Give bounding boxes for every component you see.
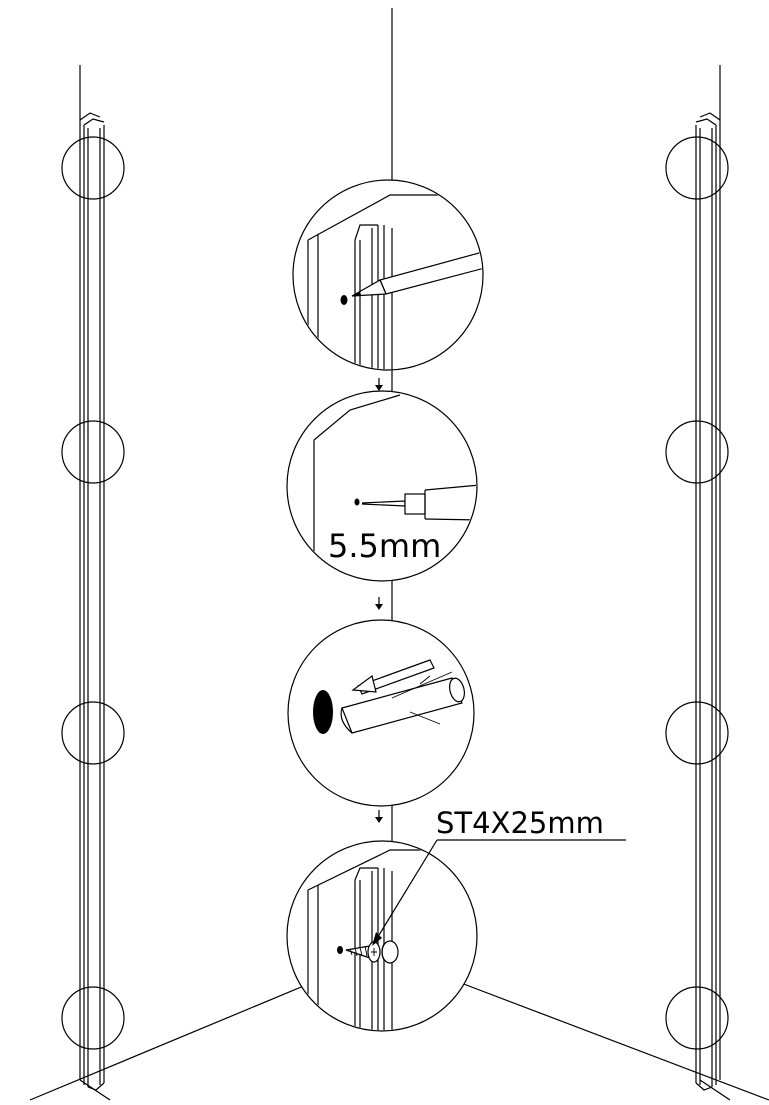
pencil-mark-icon [351, 249, 482, 297]
arrow-down-icon [375, 378, 383, 391]
right-profile-strip [695, 65, 721, 1091]
step4-fix-screw [286, 839, 626, 1032]
step1-mark-hole [292, 179, 484, 371]
step3-insert-plug [287, 619, 475, 807]
drill-icon [361, 484, 476, 521]
right-fixing-markers [665, 136, 729, 1050]
arrow-down-icon [375, 810, 383, 823]
screw-callout [372, 839, 626, 946]
left-fixing-markers [61, 136, 125, 1050]
insert-arrow [351, 659, 435, 695]
step2-drill-hole: 5.5mm [286, 390, 478, 582]
wall-plug-icon [340, 671, 465, 734]
hole-diameter-label: 5.5mm [328, 527, 441, 565]
left-profile-strip [79, 65, 105, 1091]
screw-spec-label: ST4X25mm [436, 806, 604, 840]
arrow-down-icon [375, 597, 383, 610]
